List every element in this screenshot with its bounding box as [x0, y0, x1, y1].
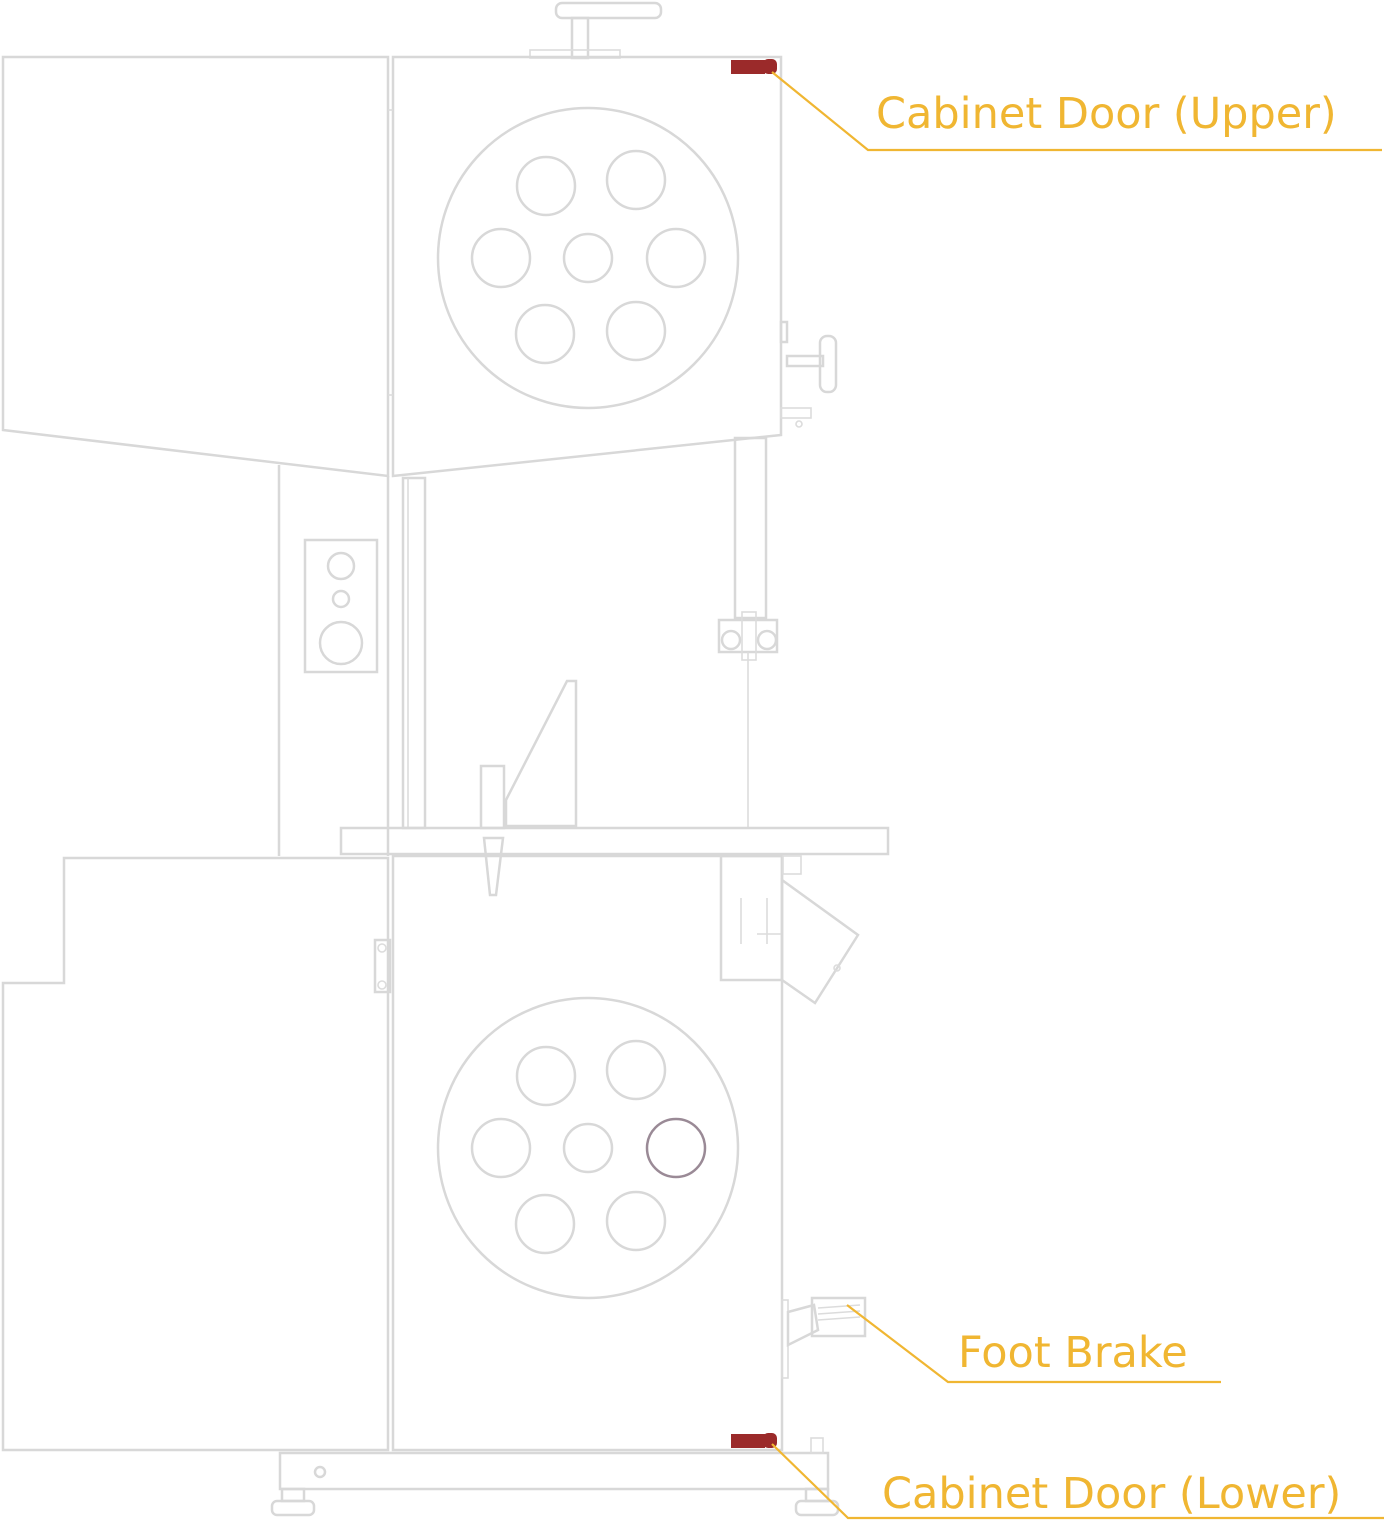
lower-wheel [436, 996, 740, 1300]
upper-cabinet-door [391, 55, 783, 478]
upper-door-callout: Cabinet Door (Upper) [771, 71, 1382, 152]
foot-brake-label: Foot Brake [958, 1328, 1188, 1378]
table-tilt-trunnion [719, 854, 860, 1005]
blade-guide-post [717, 436, 779, 828]
stop-button [331, 589, 351, 609]
work-table [339, 826, 890, 856]
lower-rear-cabinet [1, 856, 390, 1452]
foot-brake-callout: Foot Brake [846, 1304, 1221, 1384]
lower-door-latch [731, 1433, 777, 1448]
blade-tension-handle [529, 1, 663, 60]
lower-door-label: Cabinet Door (Lower) [882, 1469, 1341, 1519]
emergency-button [318, 620, 364, 666]
start-button [326, 551, 356, 581]
upper-door-latch [731, 59, 777, 74]
switch-panel [303, 538, 379, 674]
lower-door-callout: Cabinet Door (Lower) [771, 1443, 1384, 1520]
upper-rear-cabinet [1, 55, 390, 478]
door-hinge [373, 938, 392, 994]
upper-wheel [436, 106, 740, 410]
foot-brake-pedal [781, 1296, 867, 1379]
upper-door-label: Cabinet Door (Upper) [876, 89, 1337, 139]
lower-cabinet-door [391, 854, 784, 1452]
dust-port-highlight [645, 1117, 707, 1179]
side-tracking-knob [779, 320, 838, 428]
rip-fence [479, 679, 578, 897]
